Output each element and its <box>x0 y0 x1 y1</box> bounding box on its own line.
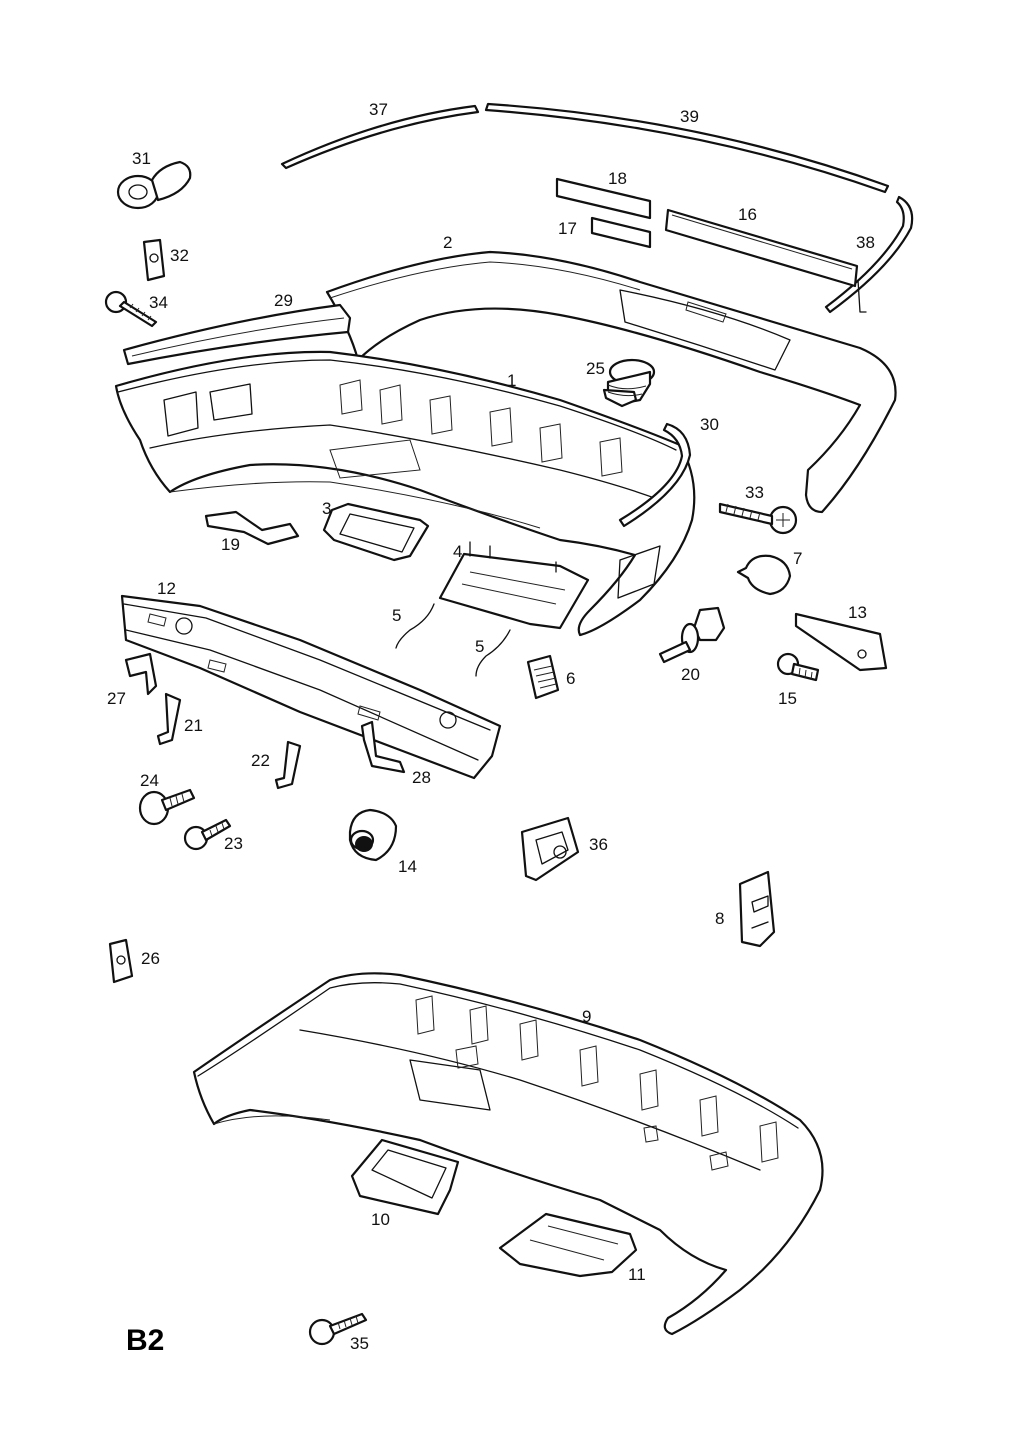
callout-7: 7 <box>793 549 802 568</box>
strap-21 <box>156 692 182 746</box>
callout-18: 18 <box>608 169 627 188</box>
callout-15: 15 <box>778 689 797 708</box>
callout-38: 38 <box>856 233 875 252</box>
bolt-15 <box>776 652 820 682</box>
screw-35 <box>308 1312 368 1346</box>
pad-17 <box>590 216 652 249</box>
callout-5b: 5 <box>475 637 484 656</box>
clip-8 <box>738 870 776 948</box>
callout-27: 27 <box>107 689 126 708</box>
callout-10: 10 <box>371 1210 390 1229</box>
bolt-24 <box>138 788 196 826</box>
callout-29: 29 <box>274 291 293 310</box>
callout-33: 33 <box>745 483 764 502</box>
rear-bumper-9 <box>192 972 824 1336</box>
clip-nut-32 <box>142 238 166 282</box>
callout-26: 26 <box>141 949 160 968</box>
slotted-clip-6 <box>526 654 560 700</box>
end-trim-30 <box>618 422 692 528</box>
fastener-25 <box>602 358 656 408</box>
callout-13: 13 <box>848 603 867 622</box>
callout-11: 11 <box>628 1265 646 1284</box>
bracket-19 <box>204 510 300 546</box>
callout-20: 20 <box>681 665 700 684</box>
callout-16: 16 <box>738 205 757 224</box>
callout-6: 6 <box>566 669 575 688</box>
lower-grille-4 <box>438 541 590 630</box>
callout-23: 23 <box>224 834 243 853</box>
callout-3: 3 <box>322 499 331 518</box>
bracket-28 <box>360 720 406 774</box>
trim-bar-29 <box>122 303 352 366</box>
callout-19: 19 <box>221 535 240 554</box>
grille-frame-3 <box>322 502 430 562</box>
callout-24: 24 <box>140 771 159 790</box>
lower-panel-11 <box>498 1212 638 1278</box>
callout-2: 2 <box>443 233 452 252</box>
callout-17: 17 <box>558 219 577 238</box>
clip-nut-26 <box>108 938 134 984</box>
callout-34: 34 <box>149 293 168 312</box>
callout-28: 28 <box>412 768 431 787</box>
trim-strip-39 <box>484 102 890 194</box>
screw-33 <box>718 502 798 535</box>
bracket-27 <box>124 652 158 696</box>
nut-14 <box>348 808 398 862</box>
callout-8: 8 <box>715 909 724 928</box>
callout-9: 9 <box>582 1007 591 1026</box>
cap-7 <box>736 554 792 596</box>
wire-clip-5b <box>475 629 511 677</box>
screw-34 <box>104 290 158 328</box>
pad-18 <box>555 177 652 220</box>
callout-14: 14 <box>398 857 417 876</box>
strap-22 <box>274 740 302 790</box>
strip-16 <box>664 208 859 288</box>
end-strip-38 <box>824 195 914 314</box>
clip-36 <box>520 816 580 882</box>
callout-25: 25 <box>586 359 605 378</box>
callout-21: 21 <box>184 716 203 735</box>
push-clip-31 <box>116 160 192 210</box>
bumper-cover-2 <box>325 250 897 514</box>
callout-1: 1 <box>507 371 516 390</box>
callout-12: 12 <box>157 579 176 598</box>
callout-32: 32 <box>170 246 189 265</box>
callout-30: 30 <box>700 415 719 434</box>
callout-35: 35 <box>350 1334 369 1353</box>
callout-36: 36 <box>589 835 608 854</box>
callout-31: 31 <box>132 149 151 168</box>
callout-39: 39 <box>680 107 699 126</box>
push-pin-20 <box>658 606 726 664</box>
reinforcement-beam-12 <box>120 594 502 780</box>
wire-clip-5a <box>395 603 435 649</box>
callout-37: 37 <box>369 100 388 119</box>
trim-strip-37 <box>280 104 480 170</box>
plate-13 <box>794 612 888 672</box>
frame-10 <box>350 1138 460 1216</box>
callout-22: 22 <box>251 751 270 770</box>
callouts: 1 2 3 4 5 5 6 7 8 9 10 11 12 13 14 15 16… <box>107 100 875 1353</box>
callout-4: 4 <box>453 542 462 561</box>
front-bumper-1 <box>114 350 696 637</box>
bolt-23 <box>183 818 232 851</box>
callout-5a: 5 <box>392 606 401 625</box>
page-code: B2 <box>126 1324 164 1357</box>
